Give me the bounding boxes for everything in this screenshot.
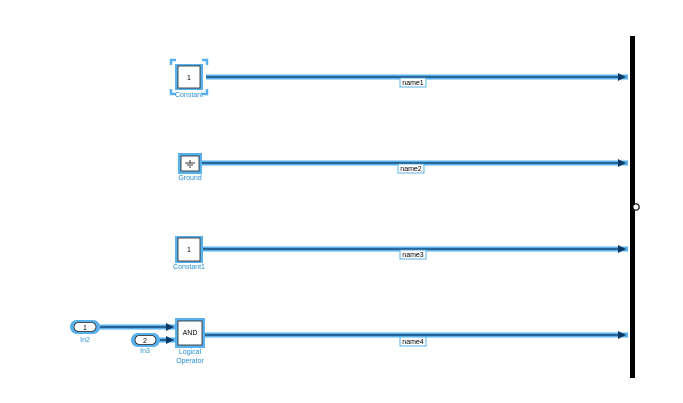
constant-label: Constant [175,92,203,99]
in3-port-number: 2 [143,338,147,345]
signal-label-name4[interactable]: name4 [399,336,427,347]
logical-operator-text: AND [183,330,198,337]
constant1-label: Constant1 [173,264,205,271]
logical-operator-label-line1: Logical [179,349,202,356]
in3-port-block[interactable]: 2 In3 [131,333,160,355]
signal-label-name2[interactable]: name2 [397,163,425,174]
in2-port-block[interactable]: 1 In2 [70,320,100,344]
signal-label-text: name4 [402,339,424,346]
ground-block[interactable]: Ground [178,153,202,182]
constant-value: 1 [187,75,191,82]
signal-label-name1[interactable]: name1 [399,77,427,88]
signal-label-text: name2 [400,166,422,173]
signal-label-name3[interactable]: name3 [399,249,427,260]
in3-label: In3 [140,348,150,355]
logical-operator-label-line2: Operator [176,358,204,365]
logical-operator-block[interactable]: AND Logical Operator [175,318,205,365]
constant1-block[interactable]: 1 Constant1 [173,236,205,271]
ground-label: Ground [178,175,201,182]
constant-block[interactable]: 1 Constant [169,58,209,99]
signal-label-text: name3 [402,252,424,259]
constant1-value: 1 [187,247,191,254]
ground-icon [185,160,195,168]
in2-label: In2 [80,337,90,344]
in2-port-number: 1 [83,325,87,332]
output-port-icon[interactable] [632,203,640,211]
signal-label-text: name1 [402,80,424,87]
bus-creator-block[interactable] [630,36,640,378]
